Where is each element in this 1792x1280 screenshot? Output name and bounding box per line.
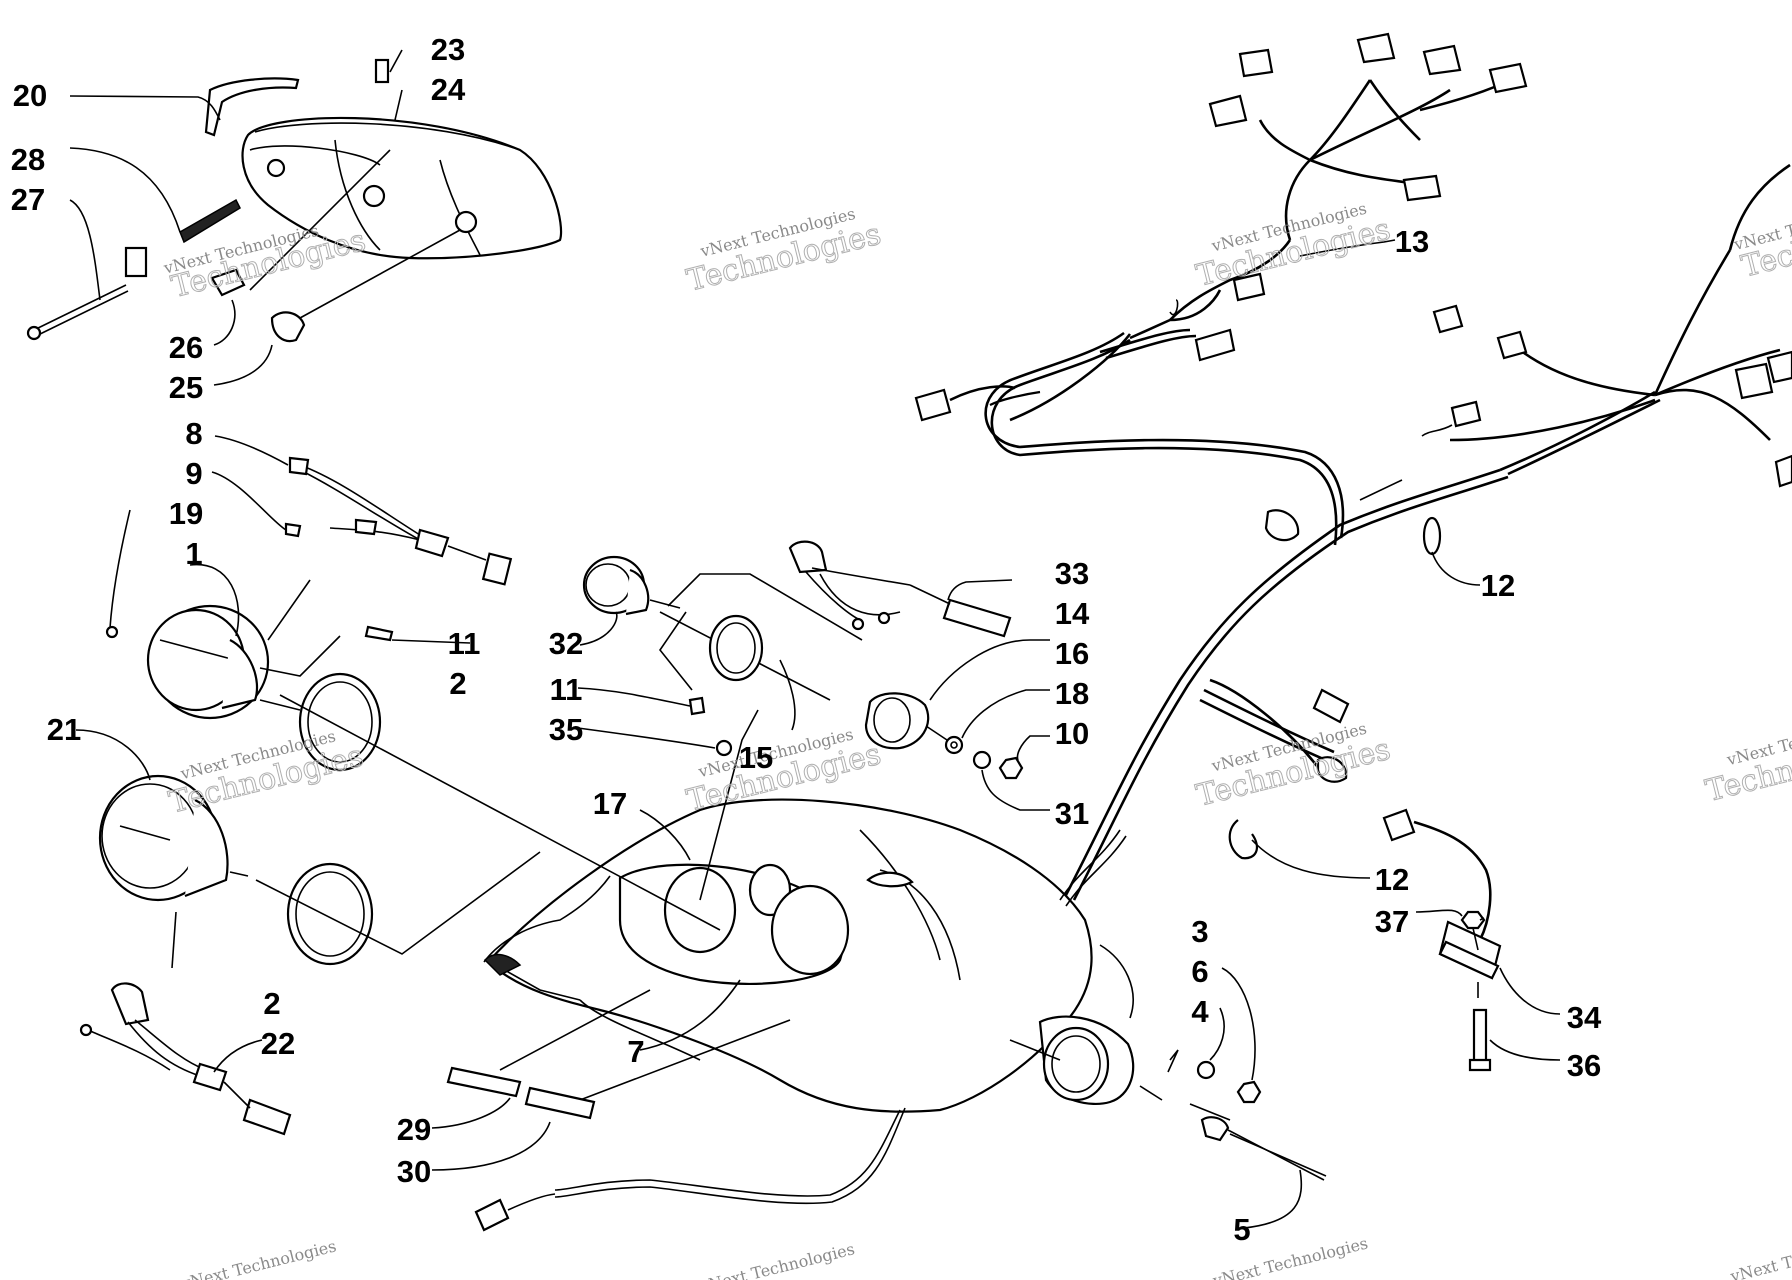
callout-c11a: 11	[448, 626, 481, 661]
dash-console	[474, 798, 1127, 1232]
light-socket-33	[788, 540, 1013, 638]
harness-connector-left	[914, 328, 1197, 422]
regulator-34	[1382, 808, 1561, 1072]
callout-c11b: 11	[550, 672, 583, 707]
leader-2b	[255, 851, 541, 955]
watermark: vNext Technologies Technologies	[1192, 719, 1394, 815]
callout-c31: 31	[1055, 796, 1089, 831]
callout-c2a: 2	[449, 666, 466, 701]
callout-c23: 23	[431, 32, 465, 67]
callout-c9: 9	[185, 456, 202, 491]
callout-c18: 18	[1055, 676, 1089, 711]
harness-pigtail-14	[1209, 678, 1348, 783]
watermark: vNext Technologies Technologies	[1702, 712, 1792, 809]
callout-c5: 5	[1233, 1212, 1250, 1247]
leader-21-to-22	[171, 911, 177, 969]
watermark: vNext Technologies	[178, 1236, 338, 1280]
callout-c30: 30	[397, 1154, 431, 1189]
callout-c14: 14	[1055, 596, 1090, 631]
callout-c17: 17	[593, 786, 627, 821]
callout-labels: 2023242827262589191112212222930717153211…	[11, 32, 1602, 1247]
callout-c36: 36	[1567, 1048, 1601, 1083]
gauge-32	[577, 555, 863, 757]
headlight-assembly	[26, 49, 563, 386]
svg-text:vNext Technologies: vNext Technologies	[178, 1236, 338, 1280]
callout-c3: 3	[1191, 914, 1208, 949]
bezel-ring-upper	[298, 672, 382, 772]
callout-c1: 1	[185, 536, 202, 571]
callout-c15: 15	[739, 740, 773, 775]
watermark: vNext Technologies Technologies	[1731, 197, 1792, 285]
watermark: vNext Technologies Technologies	[1192, 199, 1394, 295]
harness-branch-13	[1169, 32, 1528, 362]
main-harness	[984, 163, 1792, 901]
bezel-ring-lower	[286, 862, 374, 966]
callout-c29: 29	[397, 1112, 431, 1147]
callout-c6: 6	[1191, 954, 1208, 989]
callout-c8: 8	[185, 416, 202, 451]
console-leaders	[279, 694, 791, 1101]
callout-c26: 26	[169, 330, 203, 365]
callout-c16: 16	[1055, 636, 1089, 671]
switch-16	[864, 639, 1050, 811]
callout-c28: 28	[11, 142, 45, 177]
callout-c22: 22	[261, 1026, 295, 1061]
decals	[431, 1066, 596, 1171]
gauge-21	[75, 729, 249, 902]
gauge-light-harness	[211, 435, 513, 586]
switch-3	[1009, 944, 1327, 1229]
callout-c24: 24	[431, 72, 466, 107]
callout-c33: 33	[1055, 556, 1089, 591]
callout-c35: 35	[549, 712, 583, 747]
light-socket-22	[79, 982, 292, 1136]
callout-c34: 34	[1567, 1000, 1602, 1035]
callout-c32: 32	[549, 626, 583, 661]
svg-text:vNext Technologies: vNext Technologies	[1728, 1229, 1792, 1280]
watermark: vNext Technologies	[697, 1239, 857, 1280]
callout-c12a: 12	[1481, 568, 1515, 603]
callout-c21: 21	[47, 712, 81, 747]
clip-12	[1228, 516, 1481, 879]
callout-c12b: 12	[1375, 862, 1409, 897]
watermark: vNext Technologies Technologies	[683, 204, 885, 299]
callout-c2b: 2	[263, 986, 280, 1021]
callout-c13: 13	[1395, 224, 1429, 259]
svg-text:vNext Technologies: vNext Technologies	[697, 1239, 857, 1280]
callout-c7: 7	[627, 1034, 644, 1069]
callout-c4: 4	[1191, 994, 1209, 1029]
callout-c27: 27	[11, 182, 45, 217]
callout-c25: 25	[169, 370, 203, 405]
callout-c20: 20	[13, 78, 47, 113]
gauge-1	[105, 509, 471, 720]
callout-c19: 19	[169, 496, 203, 531]
callout-c10: 10	[1055, 716, 1089, 751]
watermark: vNext Technologies	[1728, 1229, 1792, 1280]
callout-c37: 37	[1375, 904, 1409, 939]
